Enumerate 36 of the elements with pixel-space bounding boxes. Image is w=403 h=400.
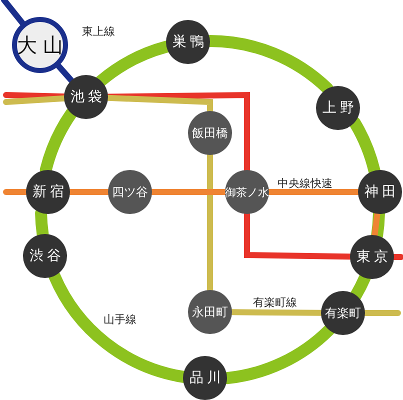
station-marker	[183, 356, 227, 400]
station-marker	[23, 234, 67, 278]
line-name: 山手線	[104, 314, 136, 325]
rail-line	[372, 210, 380, 238]
station-name: 神田	[364, 185, 400, 199]
station-name: 渋谷	[29, 249, 64, 263]
rail-line	[56, 62, 74, 84]
station-name: 上野	[322, 101, 358, 115]
station-name: 大山	[17, 35, 69, 55]
station-marker	[225, 170, 269, 214]
line-name: 有楽町線	[253, 297, 297, 308]
station-marker	[12, 17, 68, 73]
station-name: 新宿	[32, 185, 68, 199]
rail-line	[207, 152, 213, 293]
station-name: 池袋	[70, 90, 106, 104]
station-name: 東京	[356, 250, 392, 264]
station-marker	[64, 75, 108, 119]
station-name: 永田町	[192, 306, 228, 318]
station-marker	[108, 170, 152, 214]
station-marker	[26, 170, 70, 214]
station-name: 巣鴨	[172, 35, 208, 49]
station-marker	[316, 86, 360, 130]
station-marker	[188, 290, 232, 334]
station-marker	[350, 235, 394, 279]
line-name: 東上線	[82, 26, 115, 37]
station-name: 御茶ノ水	[225, 186, 269, 198]
station-name: 四ツ谷	[112, 186, 148, 198]
station-name: 飯田橋	[192, 127, 228, 139]
station-marker	[166, 20, 210, 64]
station-marker	[321, 291, 365, 335]
station-name: 有楽町	[325, 307, 361, 319]
station-marker	[188, 111, 232, 155]
station-name: 品川	[189, 371, 224, 385]
station-marker	[358, 170, 402, 214]
rail-line	[1, 0, 26, 26]
line-name: 中央線快速	[278, 178, 332, 189]
